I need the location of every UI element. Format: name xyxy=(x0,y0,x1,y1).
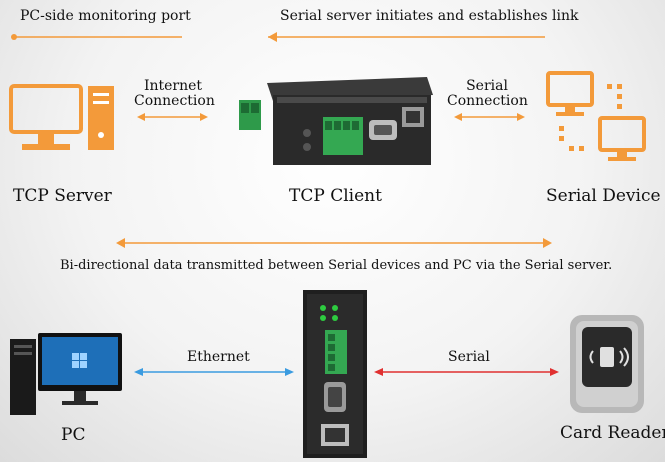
bidirectional-caption: Bi-directional data transmitted between … xyxy=(60,258,613,273)
serial-devices-icon xyxy=(546,71,646,161)
card-reader-icon xyxy=(570,315,644,413)
serial-server-device-icon xyxy=(303,290,367,458)
desktop-pc-icon xyxy=(10,333,122,415)
serial-server-device-icon xyxy=(239,77,433,165)
serial-label: Serial xyxy=(448,349,490,365)
pc-monitoring-caption: PC-side monitoring port xyxy=(20,8,191,24)
ethernet-label: Ethernet xyxy=(187,349,250,365)
card-reader-label: Card Reader xyxy=(560,423,665,443)
tcp-client-label: TCP Client xyxy=(289,186,382,206)
tcp-server-label: TCP Server xyxy=(13,186,112,206)
internet-connection-label: Internet Connection xyxy=(134,78,215,109)
pc-label: PC xyxy=(61,425,86,445)
serial-server-link-caption: Serial server initiates and establishes … xyxy=(280,8,579,24)
serial-device-label: Serial Device xyxy=(546,186,661,206)
tcp-server-computer-icon xyxy=(9,84,114,150)
serial-connection-label: Serial Connection xyxy=(447,78,528,109)
